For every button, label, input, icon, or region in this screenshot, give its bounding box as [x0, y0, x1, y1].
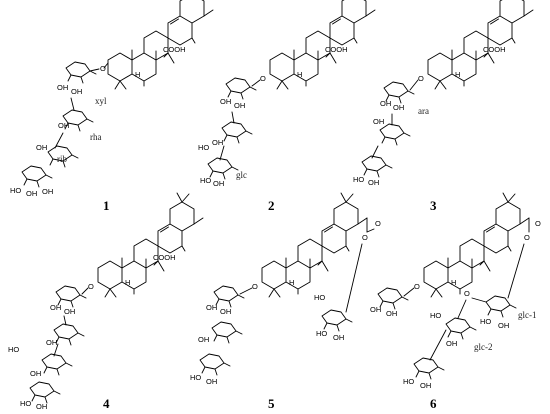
oh-label: OH: [368, 178, 379, 187]
oh-label: OH: [46, 338, 57, 347]
oh-label: OH: [26, 189, 37, 198]
oh-label: OH: [212, 138, 223, 147]
glycosidic-o: O: [414, 282, 420, 291]
oh-label: OH: [42, 187, 53, 196]
oh-label: OH: [71, 87, 82, 96]
compound-number: 4: [103, 396, 110, 411]
oh-label: OH: [206, 303, 217, 312]
carbonyl-o: O: [535, 219, 541, 228]
h-label: H: [455, 70, 460, 79]
ho-label: HO: [314, 293, 325, 302]
oh-label: OH: [220, 97, 231, 106]
oh-label: OH: [50, 303, 61, 312]
ho-label: HO: [20, 399, 31, 408]
cooh-label: COOH: [153, 253, 176, 262]
ho-label: HO: [480, 317, 491, 326]
h-label: H: [135, 70, 140, 79]
compound-number: 6: [430, 396, 437, 411]
compound-number: 5: [268, 396, 275, 411]
ho-label: HO: [316, 329, 327, 338]
oh-label: OH: [36, 143, 47, 152]
oh-label: OH: [57, 83, 68, 92]
h-label: H: [297, 70, 302, 79]
compound-1: COOH H O OH OH xyl OH rha OH rib HO OH O…: [10, 0, 214, 213]
sugar-label-rib: rib: [57, 154, 67, 164]
compound-3: COOH H O OH OH ara OH HO OH 3: [353, 0, 534, 213]
oh-label: OH: [498, 321, 509, 330]
compound-number: 3: [430, 198, 437, 213]
h-label: H: [125, 278, 130, 287]
h-label: H: [289, 278, 294, 287]
oh-label: OH: [333, 333, 344, 342]
oh-label: OH: [198, 335, 209, 344]
cooh-label: COOH: [163, 45, 186, 54]
compound-5: O O H O OH OH OH HO OH HO HO OH 5: [190, 192, 381, 411]
compound-4: COOH H O OH OH OH HO OH HO OH 4: [8, 192, 204, 411]
sugar-label-glc-2: glc-2: [474, 342, 493, 352]
oh-label: OH: [370, 305, 381, 314]
oh-label: OH: [446, 339, 457, 348]
sugar-label-glc: glc: [236, 170, 247, 180]
oh-label: OH: [380, 99, 391, 108]
h-label: H: [451, 278, 456, 287]
ester-o: O: [524, 233, 530, 242]
ho-label: HO: [430, 311, 441, 320]
ho-label: HO: [353, 175, 364, 184]
ho-label: HO: [200, 176, 211, 185]
glycosidic-o: O: [100, 64, 106, 73]
compound-number: 2: [268, 198, 275, 213]
sugar-label-glc-1: glc-1: [518, 310, 537, 320]
ho-label: HO: [403, 377, 414, 386]
o-label: O: [464, 289, 470, 298]
oh-label: OH: [420, 381, 431, 390]
oh-label: OH: [213, 179, 224, 188]
glycosidic-o: O: [88, 282, 94, 291]
ester-o: O: [362, 233, 368, 242]
ho-label: HO: [10, 186, 21, 195]
glycosidic-o: O: [418, 74, 424, 83]
oh-label: OH: [30, 369, 41, 378]
ho-label: HO: [190, 373, 201, 382]
oh-label: OH: [373, 117, 384, 126]
compound-number: 1: [103, 198, 110, 213]
oh-label: OH: [206, 377, 217, 386]
glycosidic-o: O: [260, 74, 266, 83]
sugar-label-xyl: xyl: [95, 96, 107, 106]
sugar-label-ara: ara: [418, 106, 429, 116]
oh-label: OH: [64, 307, 75, 316]
cooh-label: COOH: [325, 45, 348, 54]
oh-label: OH: [36, 402, 47, 411]
oh-label: OH: [220, 307, 231, 316]
carbonyl-o: O: [375, 219, 381, 228]
glycosidic-o: O: [252, 282, 258, 291]
ho-label: HO: [198, 143, 209, 152]
cooh-label: COOH: [483, 45, 506, 54]
oh-label: OH: [58, 121, 69, 130]
ho-label: HO: [8, 345, 19, 354]
compound-2: COOH H O OH OH OH HO HO OH glc 2: [198, 0, 376, 213]
oh-label: OH: [386, 309, 397, 318]
sugar-label-rha: rha: [90, 132, 102, 142]
compound-6: O O H O OH OH HO OH glc-1 O HO OH glc-2 …: [370, 192, 541, 411]
oh-label: OH: [393, 103, 404, 112]
oh-label: OH: [234, 101, 245, 110]
